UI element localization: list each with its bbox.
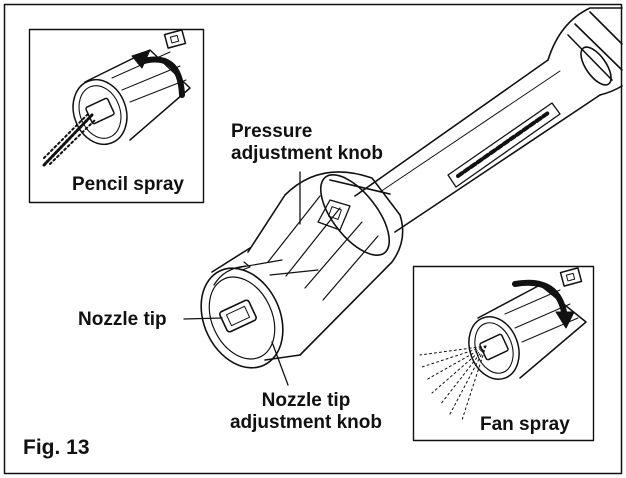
label-pencil-spray: Pencil spray <box>72 174 184 195</box>
inset-fan-border <box>412 265 595 442</box>
label-nozzle-knob-line1: Nozzle tip <box>261 390 351 411</box>
pencil-rotate-arrow <box>137 56 185 98</box>
fan-spray-pattern <box>419 345 487 421</box>
leader-lines <box>183 171 301 386</box>
inset-fan <box>412 265 595 442</box>
leader-nozzle-tip <box>183 317 223 320</box>
pencil-stream <box>42 113 94 167</box>
inset-pencil <box>28 28 205 204</box>
inset-pencil-border <box>28 28 205 204</box>
figure-border <box>3 3 623 475</box>
nozzle-tip-shape <box>219 299 257 333</box>
pressure-tab <box>317 199 351 231</box>
label-pressure-line2: adjustment knob <box>231 143 384 164</box>
label-nozzle-knob-line2: adjustment knob <box>229 412 382 433</box>
label-pressure-line1: Pressure <box>231 121 313 142</box>
figure-caption: Fig. 13 <box>23 436 90 459</box>
label-nozzle-tip: Nozzle tip <box>78 309 167 330</box>
label-nozzle-tip-adjustment-knob: Nozzle tip adjustment knob <box>218 390 394 434</box>
fan-rotate-arrow <box>512 279 568 321</box>
pressure-knob <box>247 171 404 356</box>
wand-handle <box>547 7 623 96</box>
leader-nozzle-knob <box>271 341 289 386</box>
shaft-label-plate <box>447 102 561 188</box>
label-fan-spray: Fan spray <box>480 414 570 435</box>
nozzle-knob <box>200 247 319 369</box>
label-pressure-adjustment-knob: Pressure adjustment knob <box>231 121 383 165</box>
wand-shaft <box>354 59 601 233</box>
